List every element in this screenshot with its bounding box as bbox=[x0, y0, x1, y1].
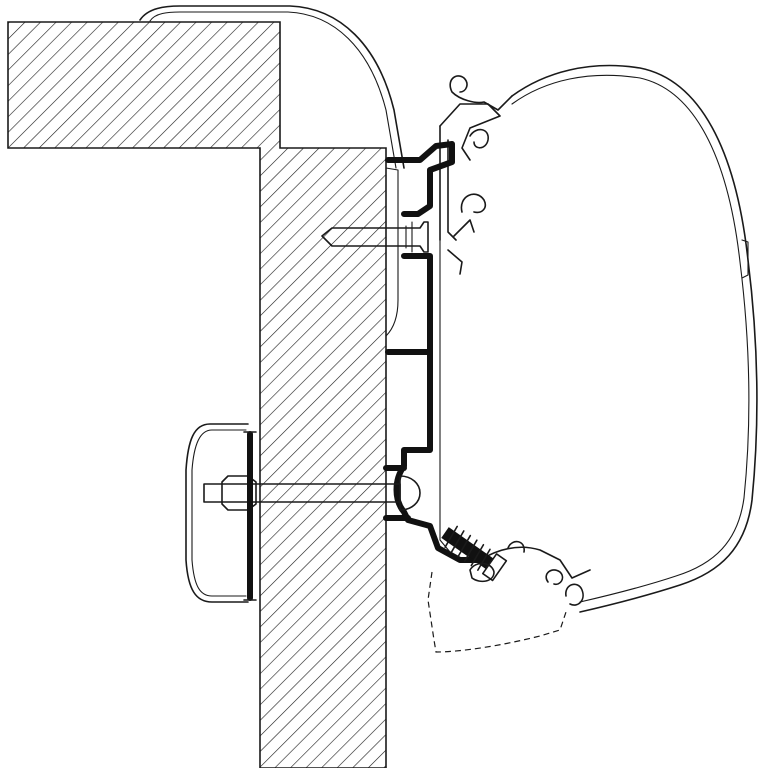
awning-case-outer bbox=[511, 64, 758, 613]
awning-mid-clip bbox=[447, 193, 487, 275]
wood-screw-washer bbox=[405, 221, 413, 253]
awning-lower-hook bbox=[507, 540, 564, 586]
awning-upper-rail bbox=[439, 103, 501, 161]
lower-profile-dashed bbox=[427, 571, 567, 653]
through-bolt-head bbox=[399, 475, 421, 511]
roof-cap-outer bbox=[139, 5, 405, 169]
backing-plate-shell bbox=[185, 423, 249, 603]
adapter-bracket bbox=[385, 141, 483, 563]
awning-case-clip bbox=[741, 239, 749, 279]
awning-upper-clip bbox=[469, 128, 489, 149]
roof-cap-inner bbox=[149, 11, 397, 169]
roof-cap-lip bbox=[385, 167, 399, 337]
tapping-screw bbox=[441, 525, 508, 582]
wall-section bbox=[7, 21, 387, 768]
awning-lower-rail bbox=[479, 546, 591, 579]
awning-lower-clip bbox=[565, 583, 584, 606]
tapping-screw-head bbox=[469, 562, 495, 583]
awning-upper-hook bbox=[449, 75, 513, 111]
awning-case-inner bbox=[511, 74, 750, 603]
wood-screw bbox=[321, 221, 429, 253]
adapter-bracket-inner bbox=[439, 239, 451, 553]
backing-plate-ends bbox=[243, 431, 257, 601]
backing-plate-shell-inner bbox=[191, 429, 247, 597]
